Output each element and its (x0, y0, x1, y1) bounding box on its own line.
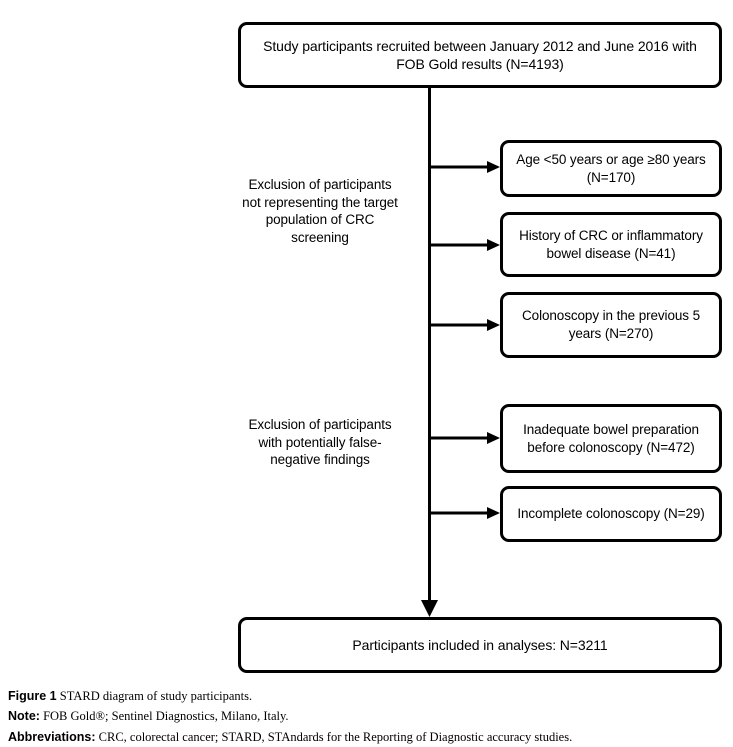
node-exclusion-incomplete-colonoscopy: Incomplete colonoscopy (N=29) (500, 486, 722, 542)
caption-figure-label: Figure 1 (8, 689, 57, 703)
node-participants-included: Participants included in analyses: N=321… (238, 617, 722, 673)
side-label-exclusion-false-negative: Exclusion of participants with potential… (248, 417, 392, 468)
caption-note-line: Note: FOB Gold®; Sentinel Diagnostics, M… (8, 706, 728, 726)
caption-figure-text: STARD diagram of study participants. (56, 689, 253, 703)
node-exclusion-prior-colonoscopy: Colonoscopy in the previous 5 years (N=2… (500, 292, 722, 358)
caption-note-text: FOB Gold®; Sentinel Diagnostics, Milano,… (39, 709, 289, 724)
caption-abbreviations-line: Abbreviations: CRC, colorectal cancer; S… (8, 727, 728, 747)
side-label-exclusion-target-population: Exclusion of participants not representi… (242, 177, 398, 245)
caption-abbreviations-label: Abbreviations: (8, 729, 96, 744)
node-exclusion-inadequate-preparation: Inadequate bowel preparation before colo… (500, 404, 722, 473)
caption-abbreviations-text: CRC, colorectal cancer; STARD, STAndards… (95, 729, 573, 744)
caption-note-label: Note: (8, 709, 40, 724)
node-study-participants-recruited: Study participants recruited between Jan… (238, 22, 722, 88)
node-exclusion-history-crc-ibd: History of CRC or inflammatory bowel dis… (500, 212, 722, 277)
stard-flow-diagram: Study participants recruited between Jan… (238, 22, 722, 673)
caption-figure-line: Figure 1 STARD diagram of study particip… (8, 686, 728, 706)
node-exclusion-age: Age <50 years or age ≥80 years (N=170) (500, 140, 722, 197)
figure-caption: Figure 1 STARD diagram of study particip… (8, 686, 728, 747)
